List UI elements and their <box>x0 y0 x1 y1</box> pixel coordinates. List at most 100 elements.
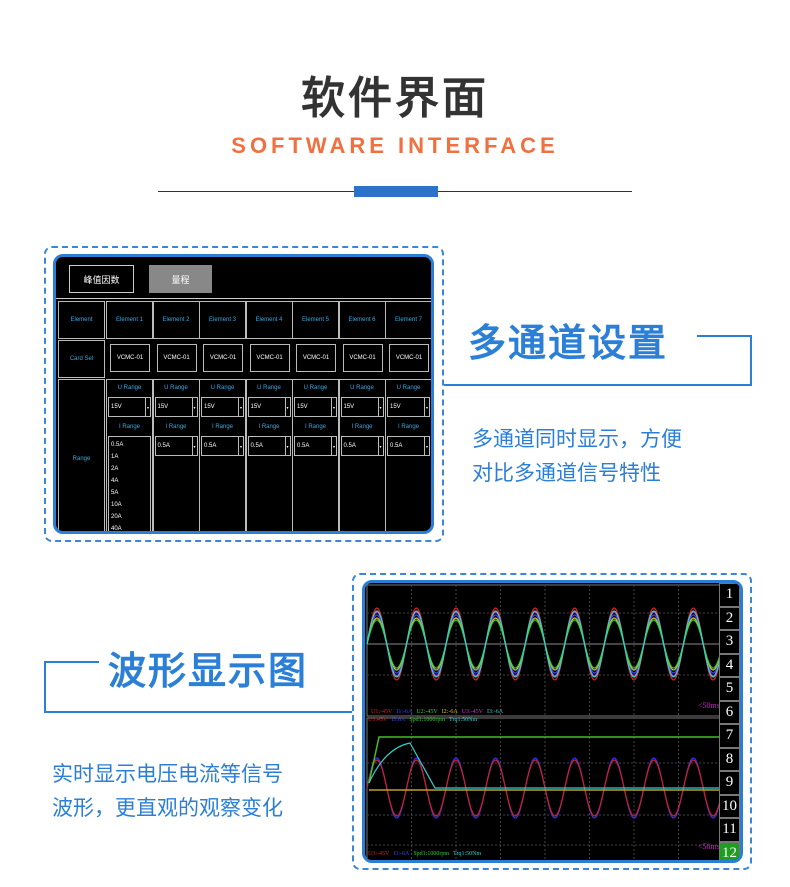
row-label-card-sel: Card Sel <box>58 340 105 378</box>
card-select[interactable]: VCMC-01 <box>389 344 429 372</box>
legend-entry: I2:-6A <box>441 709 458 715</box>
u-range-select[interactable]: 15V ▾ <box>108 397 151 417</box>
waveform-frame <box>352 573 752 870</box>
legend-entry: I1:-6A <box>396 709 413 715</box>
element-header: Element 6 <box>338 301 386 339</box>
u-range-label: U Range <box>396 385 421 391</box>
i-range-option[interactable]: 5A <box>111 490 119 496</box>
channel-button-10[interactable]: 10 <box>719 794 740 818</box>
channel-button-7[interactable]: 7 <box>719 724 740 748</box>
timebase-upper: <50ms> <box>698 701 725 710</box>
card-select[interactable]: VCMC-01 <box>156 344 197 372</box>
dropdown-arrow-icon: ▾ <box>424 398 429 416</box>
desc-line: 实时显示电压电流等信号 <box>52 762 283 786</box>
card-select[interactable]: VCMC-01 <box>342 344 383 372</box>
legend-entry: Spd1:1000rpm <box>413 851 450 857</box>
u-range-label: U Range <box>117 385 142 391</box>
u-range-label: U Range <box>257 385 281 391</box>
element-header: Element 2 <box>152 301 200 339</box>
i-range-value: 0.5A <box>250 443 263 449</box>
i-range-select[interactable]: 0.5A▾ <box>340 436 384 456</box>
u-range-select[interactable]: 15V▾ <box>340 397 384 417</box>
i-range-select[interactable]: 0.5A ▾ <box>247 436 291 456</box>
i-range-label: I Range <box>258 424 280 430</box>
channel-button-5[interactable]: 5 <box>719 677 740 701</box>
u-range-select[interactable]: 15V▾ <box>387 397 430 417</box>
i-range-value: 0.5A <box>157 443 170 449</box>
channel-button-3[interactable]: 3 <box>719 630 740 654</box>
dropdown-arrow-icon: ▾ <box>331 398 336 416</box>
u-range-value: 15V <box>111 404 122 410</box>
u-range-select[interactable]: 15V▾ <box>154 397 198 417</box>
channel-button-1[interactable]: 1 <box>719 583 740 607</box>
u-range-label: U Range <box>210 385 235 391</box>
page-subtitle: SOFTWARE INTERFACE <box>231 133 559 158</box>
channel-button-8[interactable]: 8 <box>719 747 740 771</box>
u-range-value: 15V <box>157 404 169 410</box>
i-range-select[interactable]: 0.5A▾ <box>387 436 430 456</box>
dropdown-arrow-icon: ▾ <box>284 437 290 455</box>
u-range-select[interactable]: 15V▾ <box>294 397 337 417</box>
bracket-line <box>44 711 352 713</box>
divider <box>56 298 431 299</box>
i-range-option[interactable]: 2A <box>111 466 119 472</box>
waveform-plot <box>366 584 724 860</box>
element-header: Element 4 <box>245 301 293 339</box>
channel-button-2[interactable]: 2 <box>719 606 740 630</box>
i-range-option[interactable]: 40A <box>111 526 122 532</box>
range-column <box>385 379 431 531</box>
desc-line: 波形，更直观的观察变化 <box>52 796 283 820</box>
legend-entry: U3:-45V <box>461 709 484 715</box>
section2-heading: 波形显示图 <box>108 649 309 693</box>
i-range-label: I Range <box>397 424 419 430</box>
dropdown-arrow-icon: ▾ <box>145 398 150 416</box>
card-select[interactable]: VCMC-01 <box>249 344 290 372</box>
i-range-option[interactable]: 0.5A <box>111 442 124 448</box>
upper-waveform <box>366 610 724 678</box>
legend-entry: U3:-45V <box>368 851 390 857</box>
i-range-list[interactable]: 0.5A 1A 2A 4A 5A 10A 20A 40A <box>108 436 151 532</box>
desc-line: 多通道同时显示，方便 <box>472 427 682 451</box>
row-label-element: Element <box>58 301 105 339</box>
channel-button-11[interactable]: 11 <box>719 818 740 842</box>
legend-entry: U1:-45V <box>371 709 393 715</box>
legend-entry: Trq1:50Nm <box>453 851 482 857</box>
legend-entry: I3:-6A <box>393 851 410 857</box>
bracket-line <box>750 335 752 386</box>
tab-range[interactable]: 量程 <box>149 265 212 293</box>
timebase-lower: <50ms> <box>698 842 725 851</box>
i-range-label: I Range <box>165 424 187 430</box>
element-header: Element 1 <box>106 301 153 339</box>
i-range-select[interactable]: 0.5A▾ <box>294 436 337 456</box>
tab-peak-factor[interactable]: 峰值因数 <box>69 265 134 293</box>
i-range-option[interactable]: 20A <box>111 514 122 520</box>
u-range-select[interactable]: 15V▾ <box>247 397 291 417</box>
card-select[interactable]: VCMC-01 <box>110 344 150 372</box>
dropdown-arrow-icon: ▾ <box>377 398 383 416</box>
page-title: 软件界面 <box>301 73 489 124</box>
i-range-option[interactable]: 1A <box>111 454 119 460</box>
i-range-select[interactable]: 0.5A▾ <box>154 436 198 456</box>
channel-button-6[interactable]: 6 <box>719 700 740 724</box>
card-select[interactable]: VCMC-01 <box>203 344 243 372</box>
section1-desc: 多通道同时显示，方便 对比多通道信号特性 <box>472 422 682 490</box>
i-range-option[interactable]: 10A <box>111 502 122 508</box>
i-range-option[interactable]: 4A <box>111 478 119 484</box>
i-range-label: I Range <box>351 424 373 430</box>
i-range-label: I Range <box>211 424 233 430</box>
i-range-label: I Range <box>118 424 140 430</box>
channel-button-12[interactable]: 12 <box>719 841 740 860</box>
channel-button-9[interactable]: 9 <box>719 771 740 795</box>
i-range-value: 0.5A <box>343 443 356 449</box>
dropdown-arrow-icon: ▾ <box>238 437 243 455</box>
i-range-select[interactable]: 0.5A▾ <box>201 436 244 456</box>
u-range-select[interactable]: 15V▾ <box>201 397 244 417</box>
card-select[interactable]: VCMC-01 <box>296 344 336 372</box>
channel-button-4[interactable]: 4 <box>719 653 740 677</box>
u-range-label: U Range <box>164 385 188 391</box>
legend-entry: Trq1:50Nm <box>449 717 478 723</box>
divider-accent <box>354 186 438 197</box>
